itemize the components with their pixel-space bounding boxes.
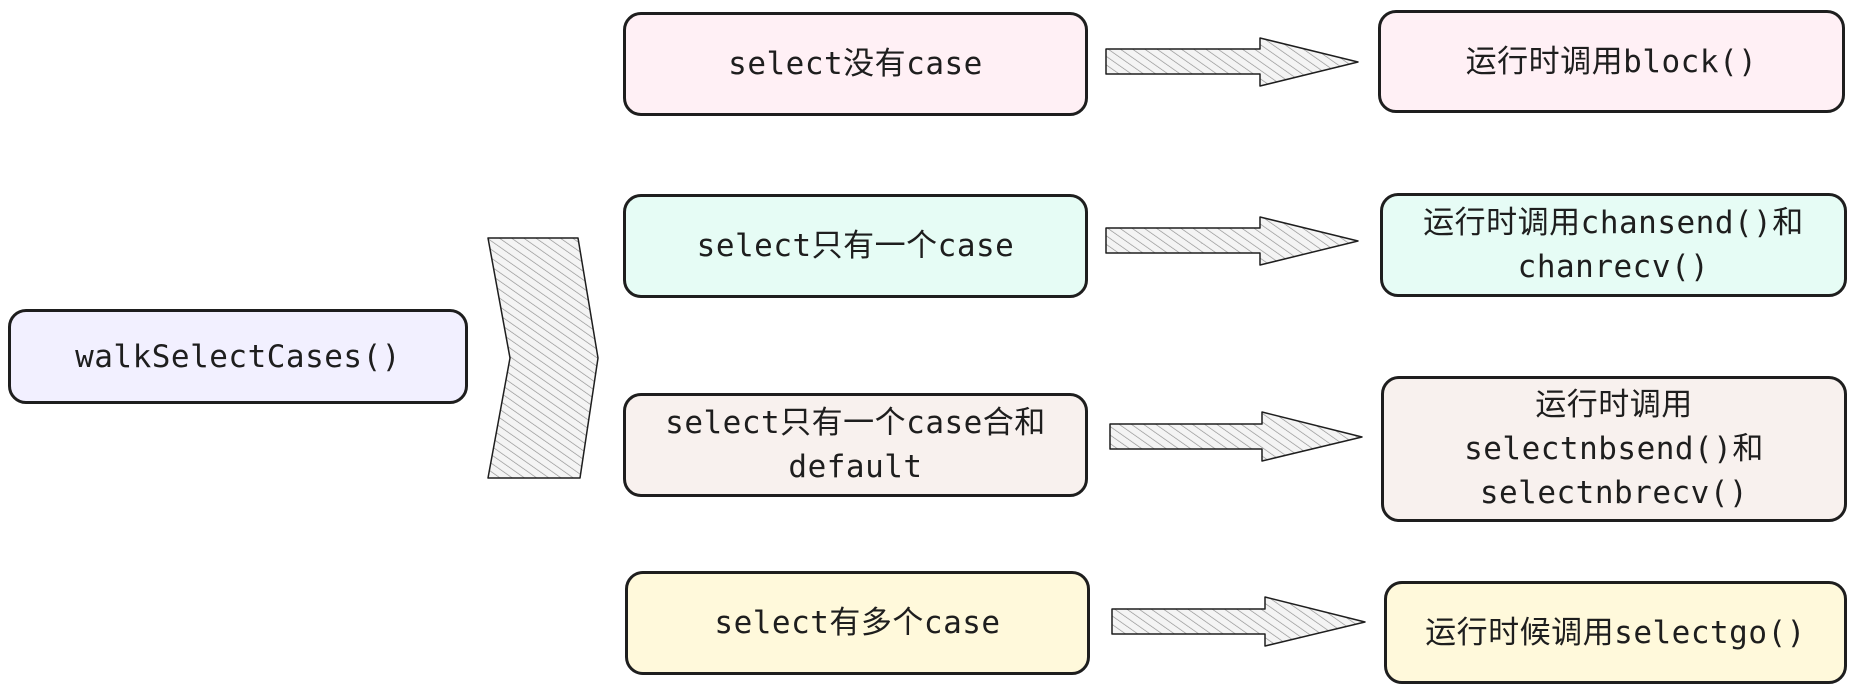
result-label: 运行时调用selectnbsend()和selectnbrecv()	[1464, 387, 1764, 511]
arrow-case-3	[1109, 411, 1363, 462]
result-label: 运行时调用block()	[1465, 43, 1758, 80]
result-node-4: 运行时候调用selectgo()	[1384, 581, 1847, 684]
branch-chevron	[487, 237, 599, 479]
condition-label: select有多个case	[714, 605, 1001, 641]
condition-node-4: select有多个case	[625, 571, 1090, 675]
result-node-2: 运行时调用chansend()和chanrecv()	[1380, 193, 1847, 297]
condition-label: select只有一个case	[696, 228, 1015, 264]
condition-label: select只有一个case合和default	[665, 405, 1046, 485]
result-node-1: 运行时调用block()	[1378, 10, 1845, 113]
source-node-label: walkSelectCases()	[75, 338, 401, 375]
source-node: walkSelectCases()	[8, 309, 468, 404]
condition-node-2: select只有一个case	[623, 194, 1088, 298]
condition-node-1: select没有case	[623, 12, 1088, 116]
result-label: 运行时候调用selectgo()	[1425, 614, 1806, 651]
result-label: 运行时调用chansend()和chanrecv()	[1423, 205, 1804, 285]
condition-node-3: select只有一个case合和default	[623, 393, 1088, 497]
arrow-case-1	[1105, 37, 1359, 87]
condition-label: select没有case	[728, 46, 983, 82]
arrow-case-2	[1105, 216, 1359, 266]
arrow-case-4	[1111, 596, 1366, 647]
result-node-3: 运行时调用selectnbsend()和selectnbrecv()	[1381, 376, 1847, 522]
